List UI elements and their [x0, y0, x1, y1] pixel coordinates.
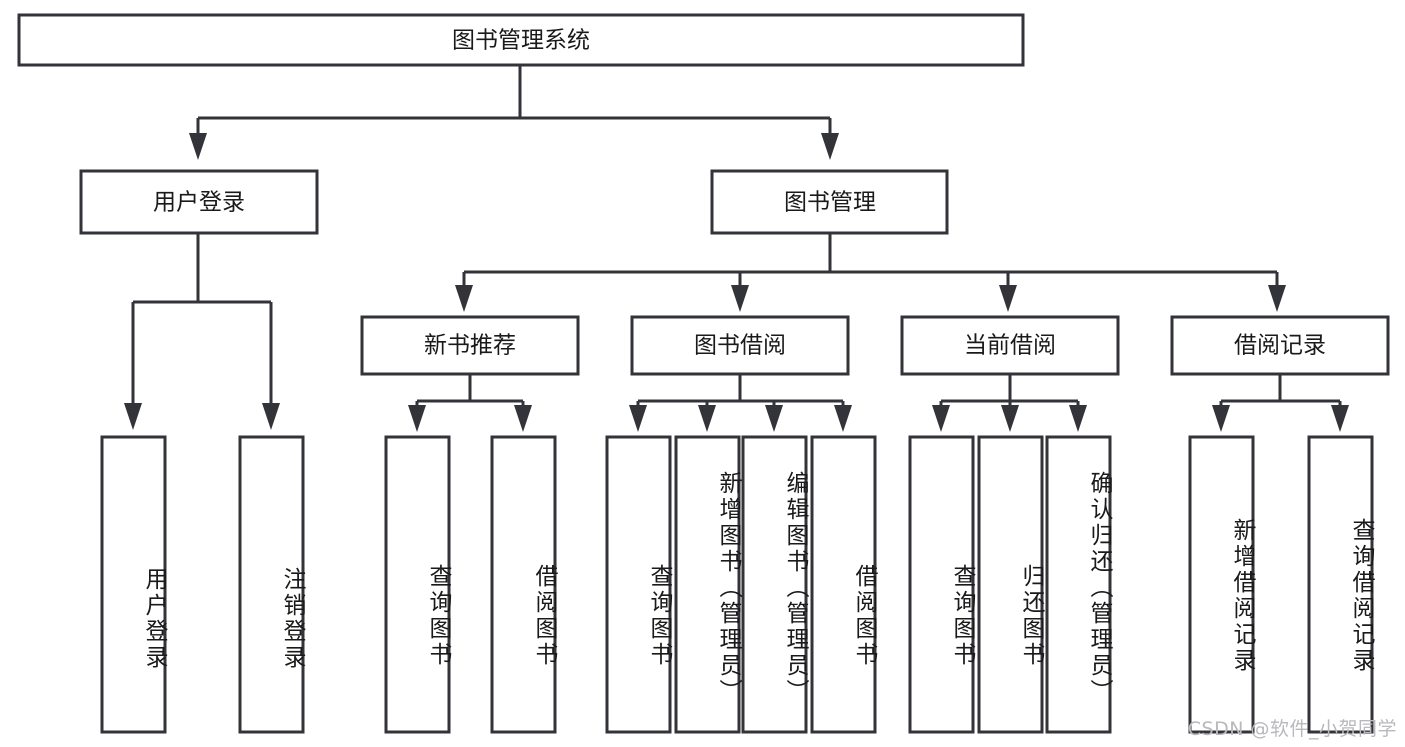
arrow-head-icon: [731, 285, 749, 312]
connector-group-user-login: [124, 234, 280, 430]
node-new-book-recommend[interactable]: 新书推荐: [360, 315, 580, 376]
leaf-box-query-book-1[interactable]: [384, 435, 451, 734]
node-book-management[interactable]: 图书管理: [710, 169, 949, 235]
arrow-head-icon: [1001, 405, 1019, 432]
arrow-head-icon: [455, 285, 473, 312]
leaf-box-edit-book-admin[interactable]: [741, 435, 808, 734]
connector-group-borrow-books: [629, 375, 852, 432]
arrow-head-icon: [262, 403, 280, 430]
node-user-login-label: 用户登录: [153, 190, 245, 216]
arrow-head-icon: [932, 405, 950, 432]
leaf-box-confirm-return-admin[interactable]: [1045, 435, 1112, 734]
leaf-box-user-login[interactable]: [100, 435, 167, 734]
node-user-login[interactable]: 用户登录: [79, 169, 319, 235]
node-current-borrow[interactable]: 当前借阅: [900, 315, 1120, 376]
connector-group-current-borrow: [932, 375, 1087, 432]
leaf-box-query-book-3[interactable]: [908, 435, 975, 734]
node-current-borrow-label: 当前借阅: [964, 333, 1056, 359]
leaf-box-query-book-2[interactable]: [605, 435, 672, 734]
node-borrow-record[interactable]: 借阅记录: [1170, 315, 1390, 376]
node-current-borrow-box[interactable]: [900, 315, 1120, 376]
arrow-head-icon: [1069, 405, 1087, 432]
arrow-head-icon: [408, 405, 426, 432]
leaf-box-add-book-admin[interactable]: [674, 435, 741, 734]
leaf-box-return-book[interactable]: [977, 435, 1044, 734]
node-borrow-record-label: 借阅记录: [1234, 333, 1326, 359]
arrow-head-icon: [765, 405, 783, 432]
arrow-head-icon: [124, 403, 142, 430]
arrow-head-icon: [189, 133, 207, 160]
node-book-borrow-box[interactable]: [630, 315, 850, 376]
arrow-head-icon: [821, 133, 839, 160]
node-root-label: 图书管理系统: [452, 28, 590, 54]
leaf-box-add-borrow-record[interactable]: [1188, 435, 1255, 734]
node-new-book-recommend-label: 新书推荐: [424, 333, 516, 359]
node-user-login-box[interactable]: [79, 169, 319, 235]
arrow-head-icon: [629, 405, 647, 432]
leaf-box-borrow-book-2[interactable]: [810, 435, 877, 734]
node-book-management-box[interactable]: [710, 169, 949, 235]
node-new-book-recommend-box[interactable]: [360, 315, 580, 376]
connector-group-new-books: [408, 375, 532, 432]
arrow-head-icon: [698, 405, 716, 432]
node-root-system[interactable]: 图书管理系统: [17, 13, 1025, 67]
leaf-box-logout[interactable]: [238, 435, 305, 734]
node-root-box[interactable]: [17, 13, 1025, 67]
arrow-head-icon: [1331, 405, 1349, 432]
leaf-box-query-borrow-record[interactable]: [1307, 435, 1374, 734]
node-book-borrow-label: 图书借阅: [694, 333, 786, 359]
leaf-box-borrow-book-1[interactable]: [490, 435, 557, 734]
arrow-head-icon: [999, 285, 1017, 312]
arrow-head-icon: [514, 405, 532, 432]
connector-group-book-manage: [455, 234, 1286, 312]
arrow-head-icon: [834, 405, 852, 432]
node-book-borrow[interactable]: 图书借阅: [630, 315, 850, 376]
arrow-head-icon: [1212, 405, 1230, 432]
node-borrow-record-box[interactable]: [1170, 315, 1390, 376]
connector-group-borrow-records: [1212, 375, 1349, 432]
arrow-head-icon: [1268, 285, 1286, 312]
connector-group-root: [189, 66, 839, 160]
leaf-box-group: [100, 435, 1374, 734]
node-book-management-label: 图书管理: [784, 190, 876, 216]
